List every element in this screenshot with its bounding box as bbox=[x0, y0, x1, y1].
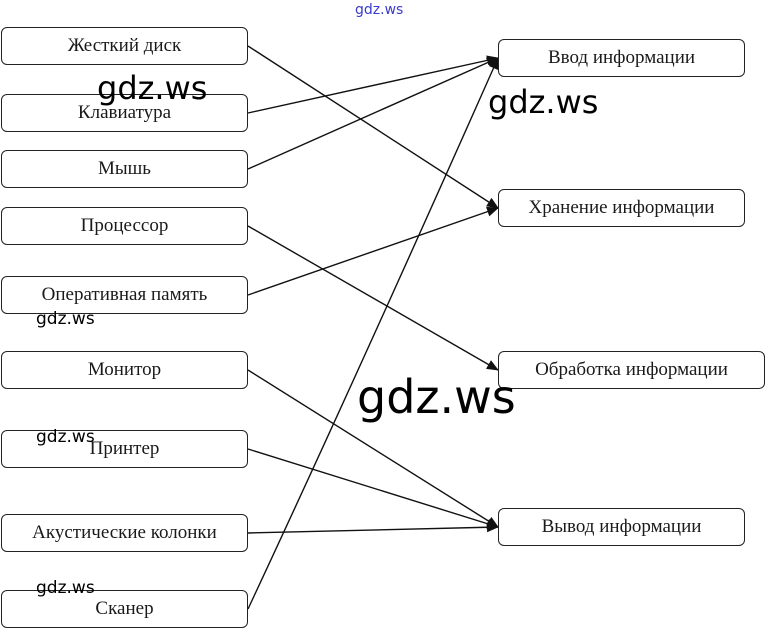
arrow-monitor-to-output bbox=[247, 369, 499, 528]
device-label: Процессор bbox=[80, 215, 169, 236]
function-label: Хранение информации bbox=[528, 197, 715, 218]
device-label: Акустические колонки bbox=[32, 522, 217, 543]
function-label: Обработка информации bbox=[535, 359, 728, 380]
device-label: Сканер bbox=[95, 598, 154, 619]
arrow-ram-to-storage bbox=[247, 206, 499, 296]
arrow-scanner-to-input bbox=[247, 57, 499, 610]
device-box-speakers: Акустические колонки bbox=[1, 514, 248, 552]
device-box-keyboard: Клавиатура bbox=[1, 94, 248, 132]
arrow-speakers-to-output bbox=[247, 522, 499, 534]
device-box-mouse: Мышь bbox=[1, 150, 248, 188]
device-label: Клавиатура bbox=[77, 102, 172, 123]
device-box-processor: Процессор bbox=[1, 207, 248, 245]
device-label: Мышь bbox=[98, 158, 151, 179]
function-box-input: Ввод информации bbox=[498, 39, 745, 77]
arrow-hdd-to-storage bbox=[247, 45, 499, 209]
arrow-keyboard-to-input bbox=[247, 55, 499, 114]
arrow-cpu-to-processing bbox=[247, 225, 499, 371]
device-label: Оперативная память bbox=[41, 284, 208, 305]
function-label: Вывод информации bbox=[541, 516, 702, 537]
device-box-printer: Принтер bbox=[1, 430, 248, 468]
function-label: Ввод информации bbox=[547, 47, 696, 68]
device-label: Принтер bbox=[89, 438, 160, 459]
function-box-storage: Хранение информации bbox=[498, 189, 745, 227]
device-label: Монитор bbox=[87, 359, 162, 380]
arrow-printer-to-output bbox=[247, 448, 499, 529]
arrow-mouse-to-input bbox=[247, 57, 499, 170]
function-box-output: Вывод информации bbox=[498, 508, 745, 546]
device-box-hard-disk: Жесткий диск bbox=[1, 27, 248, 65]
device-box-monitor: Монитор bbox=[1, 351, 248, 389]
device-box-scanner: Сканер bbox=[1, 590, 248, 628]
function-box-processing: Обработка информации bbox=[498, 351, 765, 389]
device-box-ram: Оперативная память bbox=[1, 276, 248, 314]
device-label: Жесткий диск bbox=[67, 35, 182, 56]
